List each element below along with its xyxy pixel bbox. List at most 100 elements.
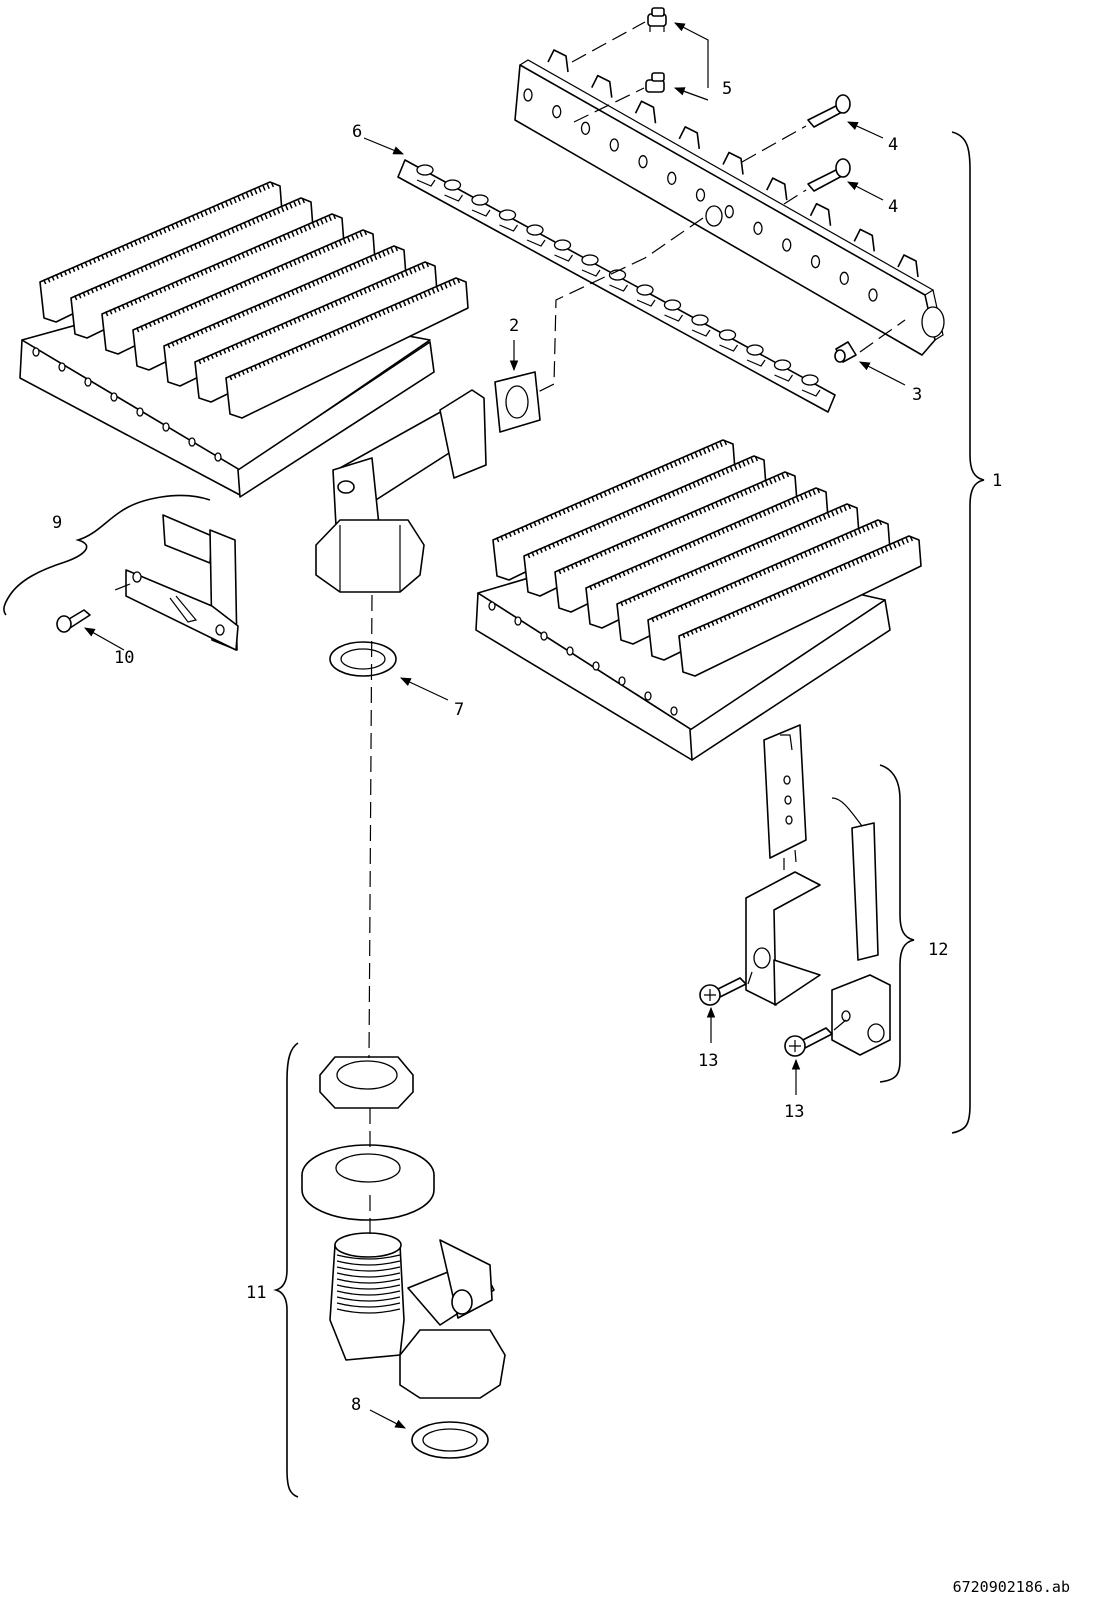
strip-hole: [416, 164, 434, 176]
burner-rail-hole: [540, 631, 548, 641]
burner-port-row: [682, 535, 914, 639]
manifold-hole: [609, 138, 619, 152]
strip-tab: [801, 389, 821, 397]
callout-1: 1: [992, 471, 1002, 491]
strip-tab: [636, 299, 656, 307]
strip-hole: [801, 374, 819, 386]
burner-rail-hole: [644, 691, 652, 701]
burner-port-row: [620, 503, 852, 607]
burner-bar: [678, 535, 922, 677]
burner-rail-hole: [188, 437, 196, 447]
strip-hole: [526, 224, 544, 236]
burner-bar: [225, 277, 469, 419]
manifold-tab: [678, 126, 701, 149]
manifold-hole: [839, 271, 849, 285]
callout-13-lower: 13: [784, 1102, 804, 1122]
callout-4-upper: 4: [888, 135, 898, 155]
screw-5-lower: [645, 72, 665, 93]
screw-13-upper: [699, 977, 747, 1006]
brace-9: [3, 494, 211, 616]
strip-tab: [554, 254, 573, 262]
manifold-hole: [868, 288, 878, 302]
burner-rail-hole: [566, 646, 574, 656]
screw-13-lower: [784, 1027, 833, 1057]
strip-tab: [691, 329, 711, 337]
burner-rail-hole: [136, 407, 144, 417]
strip-tab: [774, 374, 793, 382]
burner-rail-hole: [488, 601, 496, 611]
burner-left: [19, 181, 469, 498]
strip-hole: [443, 179, 462, 191]
strip-hole: [773, 359, 792, 371]
callout-7: 7: [454, 700, 464, 720]
burner-port-row: [43, 181, 275, 285]
callout-5: 5: [722, 79, 732, 99]
burner-port-row: [496, 439, 728, 543]
burner-port-row: [136, 229, 368, 333]
gas-elbow: [315, 389, 487, 593]
manifold-hole: [580, 121, 591, 135]
strip-hole: [636, 284, 654, 296]
brace-11: [273, 1042, 299, 1498]
manifold-tab: [766, 177, 788, 201]
thread-line: [336, 1260, 401, 1266]
burner-rail-hole: [58, 362, 66, 372]
callout-11: 11: [246, 1283, 266, 1303]
burner-rail-hole: [32, 347, 40, 357]
brace-1: [951, 131, 985, 1134]
screw-10: [56, 609, 91, 633]
callout-leaders: [84, 22, 906, 1429]
callout-8: 8: [351, 1395, 361, 1415]
callout-9: 9: [52, 513, 62, 533]
thread-line: [336, 1296, 401, 1302]
manifold-hole: [552, 105, 562, 119]
manifold-tab: [853, 228, 876, 252]
manifold-hole: [523, 88, 533, 102]
manifold-tab: [547, 49, 569, 73]
thread-line: [336, 1302, 401, 1308]
burner-rail-hole: [618, 676, 626, 686]
brace-12: [879, 764, 915, 1083]
burner-port-row: [105, 213, 337, 317]
burner-rail-hole: [162, 422, 170, 432]
burner-right: [475, 439, 922, 761]
burner-rail-hole: [670, 706, 678, 716]
strip-tab: [664, 314, 683, 322]
thread-line: [336, 1290, 401, 1296]
strip-tab: [581, 269, 601, 277]
burner-port-row: [589, 487, 821, 591]
callout-2: 2: [509, 316, 519, 336]
assembly-lines: [114, 21, 906, 1240]
callout-13-upper: 13: [698, 1051, 718, 1071]
manifold-hole: [695, 188, 706, 202]
burner-port-row: [558, 471, 790, 575]
screw-4-lower: [807, 158, 851, 192]
bracket-9: [125, 514, 239, 651]
strip-tab: [416, 179, 436, 187]
thread-line: [336, 1284, 401, 1290]
strip-tab: [526, 239, 546, 247]
nozzle-3: [834, 341, 857, 363]
strip-hole: [581, 254, 599, 266]
manifold-tab: [634, 100, 657, 124]
burner-rail-hole: [214, 452, 222, 462]
callout-4-lower: 4: [888, 197, 898, 217]
burner-rail-hole: [514, 616, 522, 626]
strip-tab: [444, 194, 463, 202]
seal-ring-8: [411, 1421, 489, 1459]
burner-port-row: [167, 245, 399, 349]
burner-port-row: [198, 261, 430, 365]
strip-hole: [498, 209, 517, 221]
burner-port-row: [527, 455, 759, 559]
screw-4-upper: [807, 94, 851, 128]
manifold-hole: [638, 155, 648, 169]
callout-12: 12: [928, 940, 948, 960]
connection-assembly-11: [301, 1056, 506, 1399]
burner-rail-hole: [84, 377, 92, 387]
thread-line: [336, 1278, 401, 1284]
strip-tab: [471, 209, 491, 217]
manifold-hole: [667, 171, 677, 185]
gasket-strip-6: [397, 159, 836, 413]
drawing-reference-number: 6720902186.ab: [953, 1578, 1070, 1596]
